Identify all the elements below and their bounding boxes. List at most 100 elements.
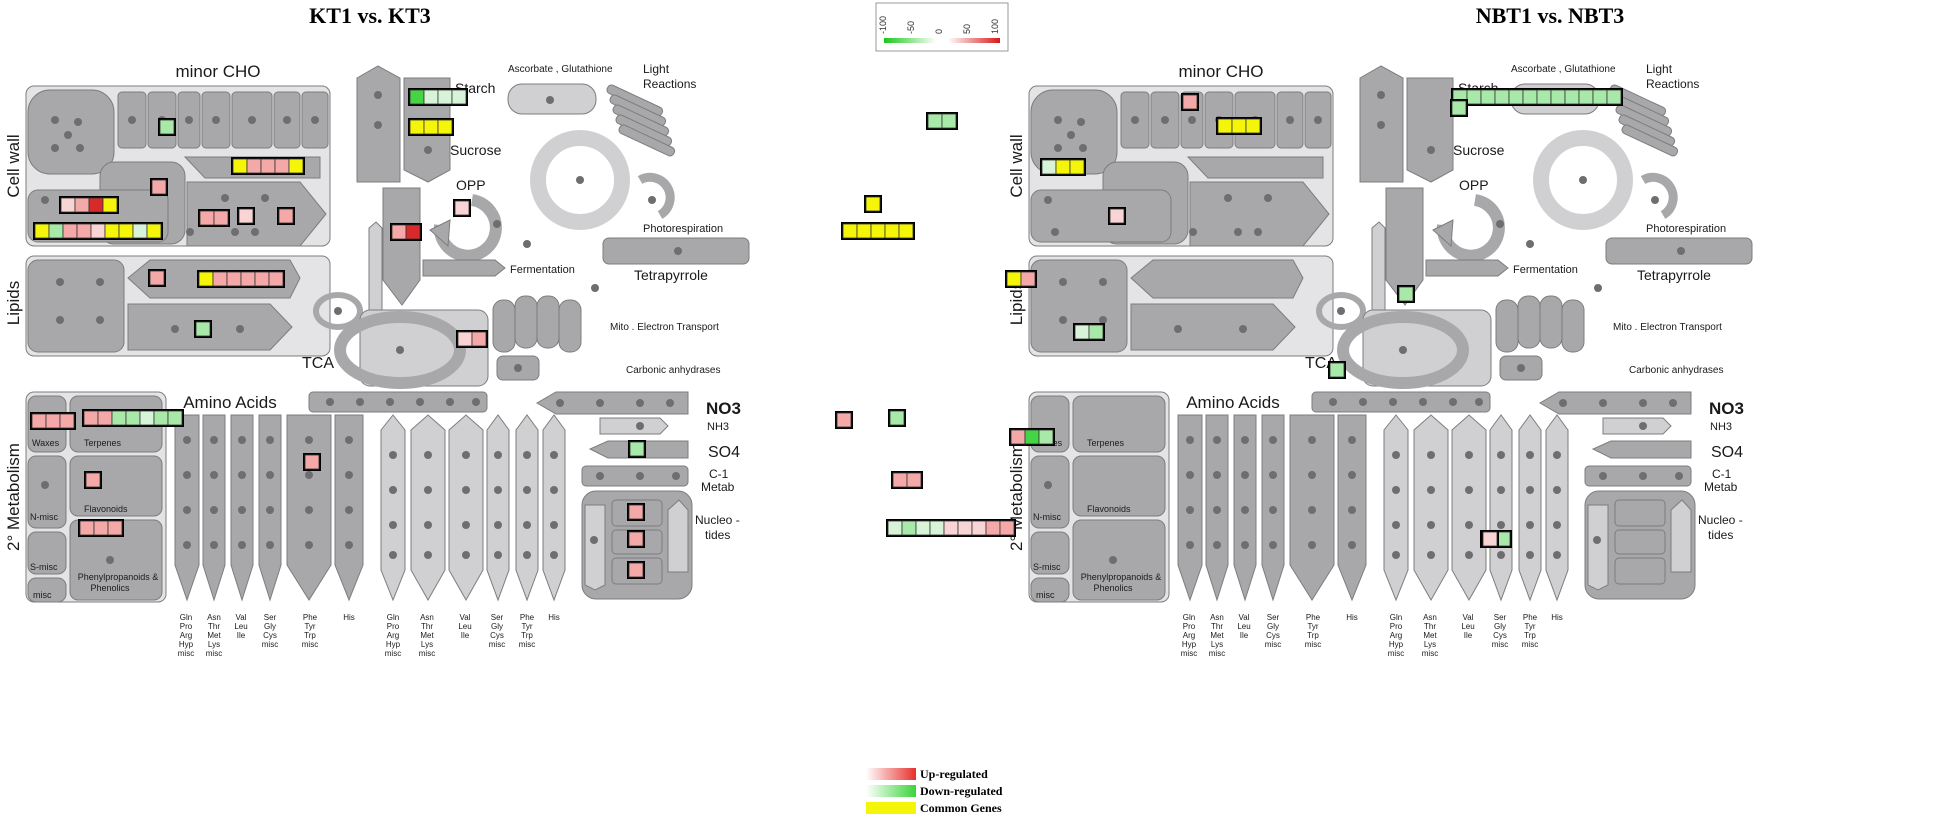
amino-acid-label: misc: [1492, 640, 1508, 649]
lipids-arrow: [1130, 259, 1304, 299]
gene-cell: [304, 454, 320, 470]
pathway-dot: [1669, 399, 1677, 407]
gene-cell-group: [84, 471, 102, 489]
gene-cell-group: [1450, 99, 1468, 117]
pathway-dot: [128, 116, 136, 124]
gene-cell: [985, 520, 1001, 536]
glycolysis-block: [382, 187, 421, 306]
pathway-dot: [236, 325, 244, 333]
pathway-dot: [1553, 451, 1561, 459]
amino-acid-label: Lys: [421, 640, 433, 649]
gene-cell-group: [197, 270, 285, 288]
label-opp: OPP: [456, 177, 486, 193]
gene-cell-outline: [59, 196, 119, 214]
gene-cell: [1578, 89, 1594, 105]
gene-cell: [31, 413, 47, 429]
pathway-dot: [446, 398, 454, 406]
amino-acid-label: Phe: [1306, 613, 1321, 622]
amino-acid-column-light: [1518, 414, 1542, 602]
amino-acid-label: Trp: [1307, 631, 1319, 640]
label-amino-acids: Amino Acids: [1186, 393, 1280, 412]
amino-acid-label: Gly: [1267, 622, 1279, 631]
label-photorespiration: Photorespiration: [1646, 223, 1726, 235]
gene-cell-outline: [627, 530, 645, 548]
amino-acid-label: His: [343, 613, 355, 622]
gene-cell: [199, 210, 215, 226]
label-flavonoids: Flavonoids: [84, 504, 128, 514]
amino-acid-label: Ile: [1240, 631, 1249, 640]
amino-acid-label: Ser: [491, 613, 504, 622]
amino-acid-label: His: [548, 613, 560, 622]
pathway-dot: [1639, 422, 1647, 430]
amino-acid-label: Ser: [264, 613, 277, 622]
amino-acid-label: misc: [1522, 640, 1538, 649]
gene-cell: [132, 223, 148, 239]
label-photorespiration: Photorespiration: [643, 223, 723, 235]
pathway-dot: [636, 422, 644, 430]
amino-acid-label: misc: [1305, 640, 1321, 649]
mito-block: [514, 295, 538, 349]
tca-arrow: [1371, 221, 1386, 311]
gene-cell-group: [150, 178, 168, 196]
label-lipids: Lipids: [4, 281, 23, 325]
label-fermentation: Fermentation: [510, 264, 575, 276]
amino-acid-label: Trp: [304, 631, 316, 640]
pathway-block: [1030, 455, 1070, 529]
gene-cell: [1536, 89, 1552, 105]
amino-acid-label: Val: [236, 613, 247, 622]
label-reactions: Reactions: [643, 77, 696, 91]
pathway-dot: [672, 472, 680, 480]
scale-tick-label: 0: [934, 29, 944, 34]
pathway-dot: [1241, 436, 1249, 444]
pathway-dot: [550, 521, 558, 529]
gene-cell-group: [835, 411, 853, 429]
amino-acid-label: Thr: [421, 622, 433, 631]
pathway-dot: [1189, 228, 1197, 236]
pathway-dot: [345, 471, 353, 479]
transport-bar: [308, 391, 488, 413]
amino-acid-label: Leu: [1461, 622, 1474, 631]
gene-cell: [260, 158, 276, 174]
pathway-dot: [1517, 364, 1525, 372]
pathway-dot: [591, 284, 599, 292]
gene-cell: [836, 412, 852, 428]
pathway-dot: [185, 116, 193, 124]
label-minor-cho: minor CHO: [175, 62, 260, 81]
gene-cell: [423, 119, 439, 135]
pathway-dot: [1161, 116, 1169, 124]
pathway-dot: [462, 451, 470, 459]
gene-cell: [48, 223, 64, 239]
gene-cell-group: [390, 223, 422, 241]
pathway-dot: [590, 536, 598, 544]
amino-acid-label: Gly: [491, 622, 503, 631]
amino-acid-label: Asn: [1423, 613, 1437, 622]
gene-cell-outline: [237, 207, 255, 225]
pathway-dot: [1526, 451, 1534, 459]
pathway-dot: [424, 146, 432, 154]
amino-acid-label: Pro: [1183, 622, 1196, 631]
nucleotide-arrow: [667, 499, 689, 573]
amino-acid-label: Arg: [387, 631, 399, 640]
gene-cell-outline: [864, 195, 882, 213]
pathway-dot: [523, 521, 531, 529]
amino-acid-column-light: [515, 414, 539, 602]
gene-cell: [929, 520, 945, 536]
gene-cell-outline: [194, 320, 212, 338]
pathway-dot: [1109, 556, 1117, 564]
pathway-dot: [556, 399, 564, 407]
pathway-dot: [1348, 506, 1356, 514]
pathway-dot: [1337, 307, 1345, 315]
pathway-dot: [1427, 451, 1435, 459]
photorespiration-arrow: [1640, 172, 1678, 219]
pathway-dot: [1427, 521, 1435, 529]
legend-label-down: Down-regulated: [920, 784, 1003, 798]
cell-wall-block: [1030, 189, 1172, 243]
fermentation-arrow: [1425, 259, 1509, 277]
pathway-dot: [1497, 451, 1505, 459]
pathway-dot: [345, 541, 353, 549]
gene-cell: [629, 441, 645, 457]
pathway-dot: [266, 541, 274, 549]
gene-cell: [999, 520, 1015, 536]
amino-acid-label: Ile: [1464, 631, 1473, 640]
